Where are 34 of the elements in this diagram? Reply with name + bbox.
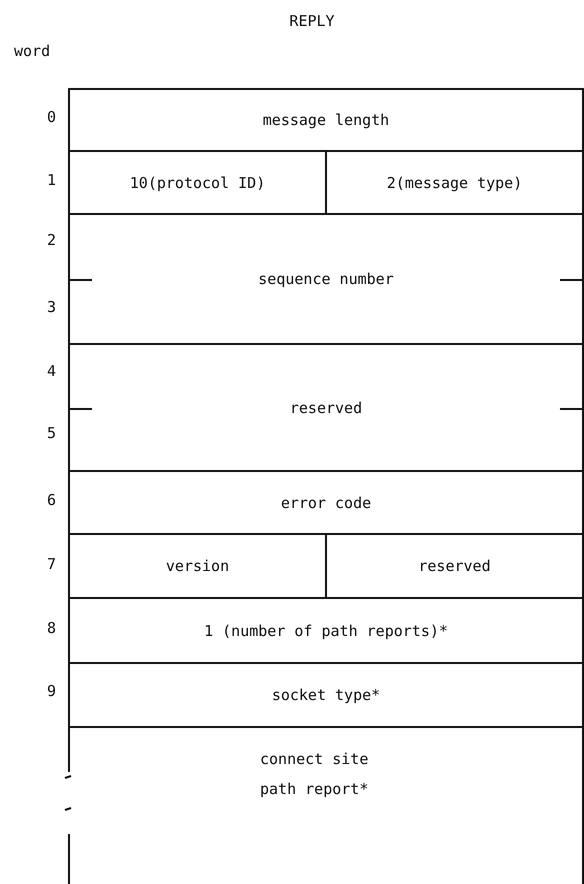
field-cell: [325, 533, 584, 597]
field-label: sequence number: [258, 270, 394, 288]
field-label: message length: [262, 111, 390, 129]
field-label: version: [166, 557, 230, 575]
word-number: 3: [46, 298, 56, 316]
word-number: 6: [46, 491, 56, 509]
field-cell: [68, 726, 584, 884]
field-cell: [68, 343, 584, 470]
field-cell: [68, 533, 325, 597]
word-number: 4: [46, 362, 56, 380]
field-cell: [325, 150, 584, 213]
field-cell: [68, 213, 584, 343]
field-label: socket type*: [272, 686, 380, 704]
word-number: 1: [46, 171, 56, 189]
word-number: 7: [46, 555, 56, 573]
field-label: 2(message type): [386, 174, 522, 192]
field-label: error code: [280, 494, 372, 512]
word-number: 5: [46, 424, 56, 442]
word-number: 0: [46, 108, 56, 126]
field-label: reserved: [418, 557, 491, 575]
field-label: connect site path report*: [260, 749, 370, 800]
field-cell: [68, 662, 584, 726]
field-cell: [68, 88, 584, 150]
column-heading: word: [14, 42, 50, 60]
field-label: reserved: [290, 398, 362, 416]
word-number: 9: [46, 682, 56, 700]
field-cell: [68, 470, 584, 533]
field-cell: [68, 597, 584, 662]
field-label: 10(protocol ID): [130, 174, 266, 192]
field-label: 1 (number of path reports)*: [204, 622, 448, 640]
title: REPLY: [288, 12, 336, 30]
word-number: 2: [46, 231, 56, 249]
field-cell: [68, 150, 325, 213]
word-number: 8: [46, 619, 56, 637]
